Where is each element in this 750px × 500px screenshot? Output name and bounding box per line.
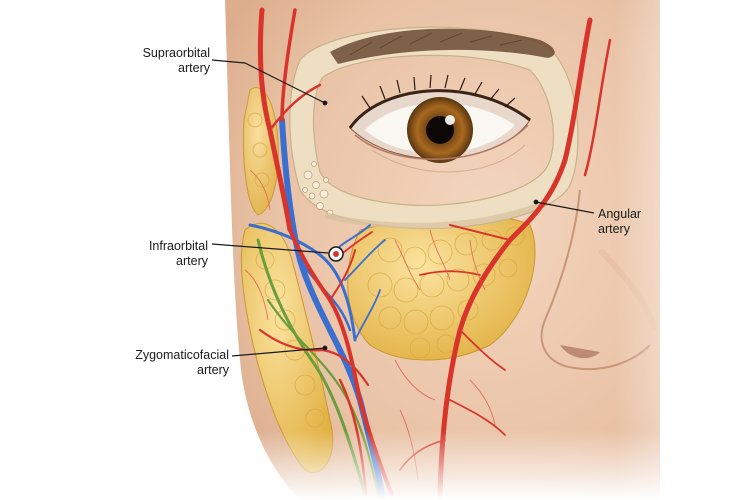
label-zygomaticofacial-line2: artery: [197, 363, 229, 377]
label-infraorbital-line1: Infraorbital: [148, 239, 208, 253]
leader-zygomaticofacial-dot: [322, 345, 328, 351]
leader-lines: [211, 59, 595, 357]
label-supraorbital-line1: Supraorbital: [142, 46, 210, 60]
leader-supraorbital-dot: [322, 100, 328, 106]
label-angular-line1: Angular: [598, 207, 642, 221]
leader-zygomaticofacial: [231, 347, 326, 357]
label-supraorbital-artery: Supraorbital artery: [110, 46, 210, 76]
leader-infraorbital: [211, 243, 329, 254]
label-infraorbital-line2: artery: [176, 254, 208, 268]
label-supraorbital-line2: artery: [178, 61, 210, 75]
label-infraorbital-artery: Infraorbital artery: [110, 239, 208, 269]
label-angular-artery: Angular artery: [598, 207, 678, 237]
infraorbital-marker-center: [333, 251, 339, 257]
label-angular-line2: artery: [598, 222, 630, 236]
leader-angular: [535, 201, 595, 214]
leader-angular-dot: [533, 199, 539, 205]
leader-supraorbital: [211, 59, 326, 104]
label-zygomaticofacial-artery: Zygomaticofacial artery: [110, 348, 229, 378]
label-zygomaticofacial-line1: Zygomaticofacial: [135, 348, 229, 362]
